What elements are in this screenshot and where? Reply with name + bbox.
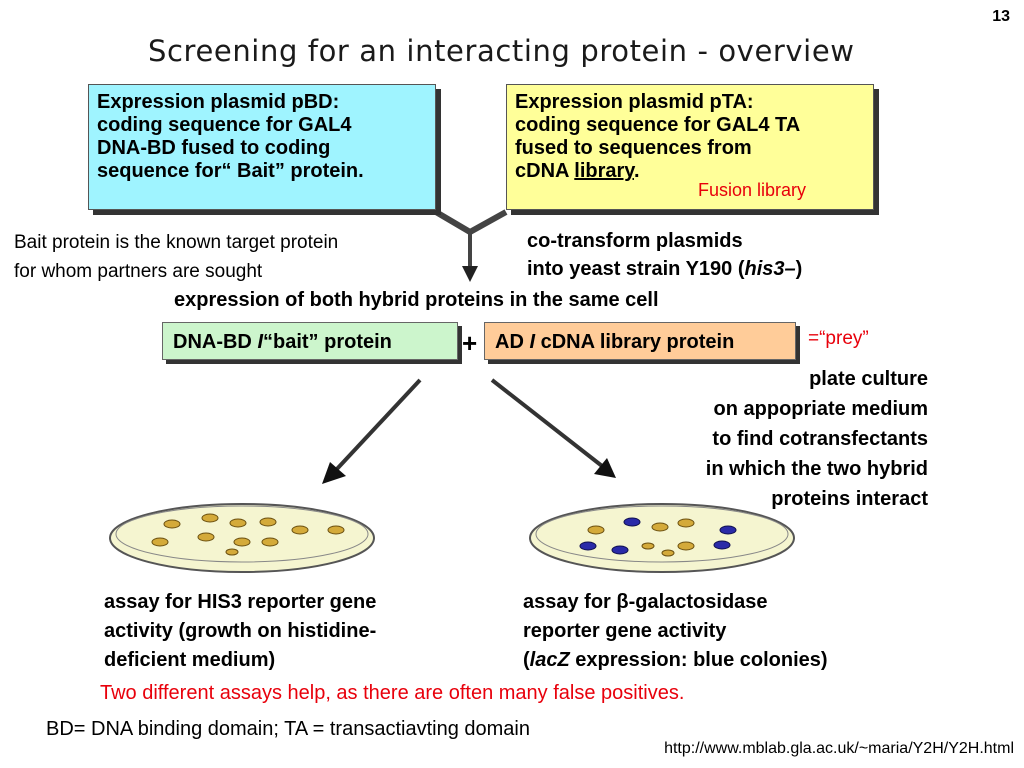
library-word: library (574, 160, 634, 182)
pbd-line: coding sequence for GAL4 (97, 114, 352, 136)
bait-note-line: Bait protein is the known target protein (14, 232, 339, 253)
cotransform-prefix: into yeast strain Y190 ( (527, 258, 745, 280)
pbd-line: Expression plasmid pBD: (97, 91, 340, 113)
bait-note-line: for whom partners are sought (14, 261, 263, 282)
ad-suffix: cDNA library protein (535, 331, 735, 353)
pta-line: fused to sequences from (515, 137, 752, 159)
colony (229, 518, 247, 528)
plate-culture-text: plate culture on appopriate medium to fi… (628, 364, 928, 514)
colony (611, 545, 629, 555)
left-arrow-head (322, 462, 346, 484)
his3-genotype: his3– (744, 258, 796, 280)
cotransform-line: co-transform plasmids (527, 230, 743, 252)
gal-assay-line: (lacZ expression: blue colonies) (523, 646, 828, 675)
bait-prefix: DNA-BD (173, 331, 258, 353)
plus-sign: + (462, 328, 478, 358)
plate-culture-line: to find cotransfectants (712, 428, 928, 450)
abbreviations-note: BD= DNA binding domain; TA = transactiav… (46, 718, 530, 740)
down-arrow-head (462, 266, 478, 282)
galactosidase-assay-text: assay for β-galactosidase reporter gene … (523, 588, 828, 675)
pta-line4-suffix: . (633, 160, 640, 182)
bait-italic: I (257, 331, 263, 353)
pbd-line: DNA-BD fused to coding (97, 137, 331, 159)
colony (661, 549, 675, 557)
colony (225, 548, 239, 556)
his3-assay-line: activity (growth on histidine- (104, 620, 377, 642)
colony (623, 517, 641, 527)
colony (233, 537, 251, 547)
ad-italic: I (529, 331, 536, 353)
bait-suffix: “bait” protein (263, 331, 392, 353)
colony (713, 540, 731, 550)
colony (719, 525, 737, 535)
cotransform-suffix: ) (795, 258, 803, 280)
colony (151, 537, 169, 547)
colony (587, 525, 605, 535)
pta-line: cDNA library. (515, 160, 873, 183)
his3-assay-text: assay for HIS3 reporter gene activity (g… (104, 588, 376, 675)
plate-culture-line: plate culture (809, 368, 928, 390)
colony (651, 522, 669, 532)
colony (579, 541, 597, 551)
bait-note: Bait protein is the known target protein… (14, 228, 338, 286)
bait-fusion-box: DNA-BD I“bait” protein (162, 322, 458, 360)
lacz-gene: lacZ (529, 649, 570, 671)
ad-prefix: AD (495, 331, 530, 353)
source-url[interactable]: http://www.mblab.gla.ac.uk/~maria/Y2H/Y2… (664, 740, 1014, 757)
right-arrow-head (594, 458, 616, 478)
pta-line: Expression plasmid pTA: (515, 91, 754, 113)
colony (641, 542, 655, 550)
plate-his3 (109, 503, 375, 573)
gal-assay-line: reporter gene activity (523, 620, 727, 642)
pta-line: coding sequence for GAL4 TA (515, 114, 801, 136)
plate-culture-line: in which the two hybrid (705, 458, 928, 480)
pta-line4-prefix: cDNA (515, 160, 575, 182)
gal-prefix: ( (523, 649, 530, 671)
prey-note: =“prey” (808, 328, 869, 349)
fusion-library-note: Fusion library (698, 180, 807, 200)
left-arrow-shaft (334, 378, 422, 472)
cotransform-line: into yeast strain Y190 (his3–) (527, 255, 802, 283)
colony (291, 525, 309, 535)
cotransform-text: co-transform plasmids into yeast strain … (527, 227, 802, 283)
colony (677, 518, 695, 528)
false-positives-note: Two different assays help, as there are … (100, 682, 685, 704)
colony (197, 532, 215, 542)
colony (201, 513, 219, 523)
right-arrow-shaft (490, 378, 604, 468)
colony (677, 541, 695, 551)
gal-suffix: expression: blue colonies) (569, 649, 828, 671)
his3-assay-line: assay for HIS3 reporter gene (104, 591, 377, 613)
colony (259, 517, 277, 527)
expression-heading: expression of both hybrid proteins in th… (174, 289, 659, 311)
plate-culture-line: proteins interact (771, 488, 928, 510)
slide-title: Screening for an interacting protein - o… (148, 34, 855, 68)
ad-fusion-box: AD I cDNA library protein (484, 322, 796, 360)
pbd-line: sequence for“ Bait” protein. (97, 160, 364, 182)
plasmid-pbd-box: Expression plasmid pBD: coding sequence … (88, 84, 436, 210)
plasmid-pta-box: Expression plasmid pTA: coding sequence … (506, 84, 874, 210)
his3-assay-line: deficient medium) (104, 649, 276, 671)
plate-lacz (529, 503, 795, 573)
plate-culture-line: on appopriate medium (713, 398, 928, 420)
colony (163, 519, 181, 529)
colony (261, 537, 279, 547)
colony (327, 525, 345, 535)
slide-number: 13 (992, 8, 1010, 25)
gal-assay-line: assay for β-galactosidase (523, 591, 768, 613)
merge-connector (434, 209, 508, 235)
